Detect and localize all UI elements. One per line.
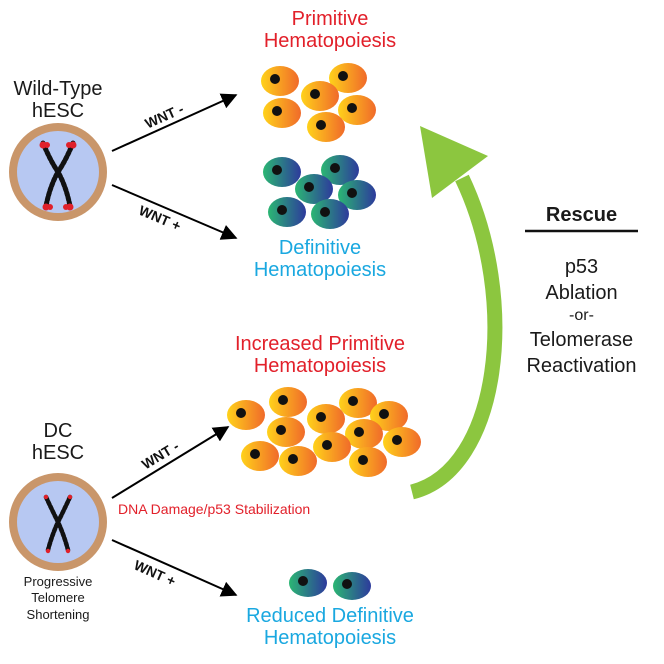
wild-type-line2: hESC: [31, 100, 85, 122]
reduced-definitive-cells-group: [289, 569, 371, 600]
increased-primitive-label: Increased Primitive Hematopoiesis: [205, 333, 435, 377]
primitive-cell: [267, 417, 305, 447]
increased-primitive-cells-group: [227, 387, 421, 477]
rescue-line-ablation: Ablation: [545, 282, 618, 304]
dc-line2: hESC: [31, 442, 85, 464]
definitive-cell: [268, 197, 306, 227]
chromosome-icon: [43, 494, 73, 553]
dc-cell: [9, 473, 107, 571]
definitive-cell: [321, 155, 359, 185]
definitive-label: Definitive Hematopoiesis: [220, 237, 420, 281]
chromosome-icon: [40, 140, 76, 209]
primitive-cell: [383, 427, 421, 457]
primitive-cell: [301, 81, 339, 111]
rescue-list: p53 Ablation -or- Telomerase Reactivatio…: [515, 254, 648, 379]
definitive-cell: [289, 569, 327, 597]
arrow-dc-primitive: [111, 426, 230, 499]
dc-label: DC hESC: [0, 420, 116, 464]
primitive-cell: [307, 404, 345, 434]
primitive-cell: [339, 388, 377, 418]
caption-line1: Progressive: [23, 574, 93, 589]
primitive-line1: Primitive: [291, 8, 369, 30]
wild-type-cell: [9, 123, 107, 221]
primitive-cell: [261, 66, 299, 96]
primitive-cell: [349, 447, 387, 477]
primitive-cell: [269, 387, 307, 417]
primitive-cell: [241, 441, 279, 471]
primitive-line2: Hematopoiesis: [263, 30, 397, 52]
definitive-cell: [333, 572, 371, 600]
wild-type-line1: Wild-Type: [13, 78, 103, 100]
arrow-wt-primitive: [111, 93, 238, 152]
increased-primitive-line2: Hematopoiesis: [253, 355, 387, 377]
primitive-cell: [329, 63, 367, 93]
primitive-label: Primitive Hematopoiesis: [230, 8, 430, 52]
reduced-definitive-label: Reduced Definitive Hematopoiesis: [215, 605, 445, 649]
definitive-cells-group: [263, 155, 376, 229]
definitive-line1: Definitive: [278, 237, 362, 259]
increased-primitive-line1: Increased Primitive: [234, 333, 406, 355]
definitive-cell: [263, 157, 301, 187]
definitive-cell: [295, 174, 333, 204]
rescue-line-reactivation: Reactivation: [526, 354, 637, 377]
arrow-wt-definitive: [111, 184, 238, 240]
primitive-cells-group: [261, 63, 376, 142]
arrow-dc-definitive: [111, 539, 238, 597]
telomere-marks: [43, 494, 73, 554]
primitive-cell: [345, 419, 383, 449]
definitive-cell: [311, 199, 349, 229]
dna-damage-label: DNA Damage/p53 Stabilization: [118, 501, 311, 517]
primitive-cell: [279, 446, 317, 476]
rescue-arrow: [409, 126, 503, 500]
rescue-title: Rescue: [545, 204, 618, 226]
dc-line1: DC: [43, 420, 73, 442]
rescue-line-telomerase: Telomerase: [529, 328, 634, 351]
telomere-marks: [39, 141, 77, 211]
caption-line3: Shortening: [26, 606, 90, 622]
rescue-line-or: -or-: [569, 307, 594, 324]
telomere-caption: Progressive Telomere Shortening: [0, 574, 116, 623]
primitive-cell: [370, 401, 408, 431]
primitive-cell: [263, 98, 301, 128]
reduced-definitive-line1: Reduced Definitive: [246, 605, 414, 627]
reduced-definitive-line2: Hematopoiesis: [263, 627, 397, 649]
definitive-line2: Hematopoiesis: [253, 259, 387, 281]
primitive-cell: [307, 112, 345, 142]
caption-line2: Telomere: [31, 590, 85, 606]
wild-type-label: Wild-Type hESC: [0, 78, 116, 122]
primitive-cell: [313, 432, 351, 462]
rescue-line-p53: p53: [564, 256, 599, 278]
primitive-cell: [338, 95, 376, 125]
definitive-cell: [338, 180, 376, 210]
primitive-cell: [227, 400, 265, 430]
